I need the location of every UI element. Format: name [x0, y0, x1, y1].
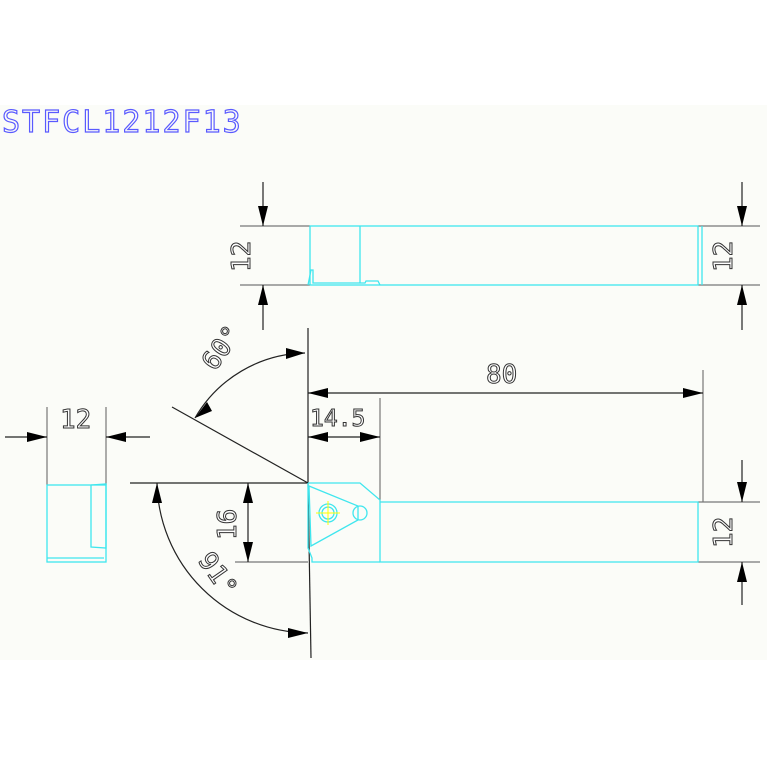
dim-top-height-left: 12 — [227, 241, 257, 272]
dim-length: 80 — [486, 360, 517, 390]
drawing-title: STFCL1212F13 — [2, 105, 243, 140]
top-view: 12 12 — [227, 182, 760, 330]
dim-height-16: 16 — [213, 509, 243, 540]
dim-top-height-right: 12 — [709, 241, 739, 272]
dim-front-height-right: 12 — [709, 517, 739, 548]
shank-top-outline — [309, 225, 699, 286]
drawing-area — [0, 105, 767, 660]
dim-head-length: 14.5 — [310, 406, 365, 432]
dim-side-width: 12 — [60, 405, 91, 435]
side-view: 12 — [5, 405, 150, 563]
